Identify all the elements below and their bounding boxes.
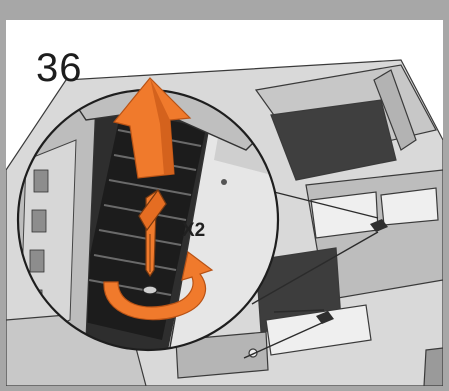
step-number: 36 [36, 46, 83, 91]
illustration-panel: 36 X2 [6, 20, 443, 386]
quantity-label: X2 [182, 220, 205, 242]
